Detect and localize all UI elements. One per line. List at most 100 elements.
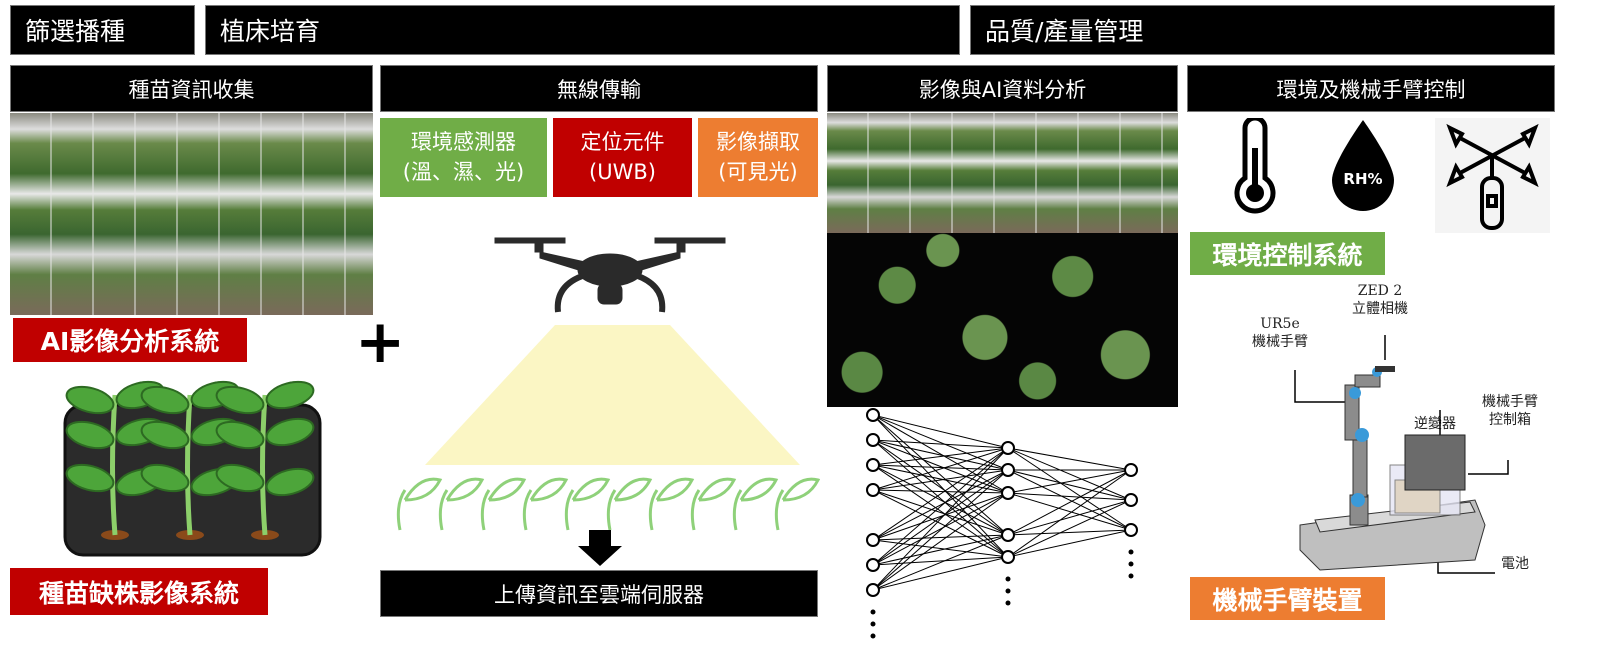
nn-ellipsis-dot	[1128, 573, 1134, 579]
nn-connection	[872, 556, 1009, 591]
plus-sign: +	[355, 307, 406, 377]
stage-sowing: 篩選播種	[10, 5, 195, 55]
seedling-leaf	[265, 380, 315, 410]
nn-connection	[1007, 447, 1132, 531]
nn-node	[866, 583, 880, 597]
nn-connection	[872, 464, 1009, 471]
nn-node	[1001, 550, 1015, 564]
arm-name: 機械手臂	[1252, 334, 1308, 351]
nn-connection	[1007, 447, 1132, 501]
nn-connection	[872, 469, 1009, 541]
nn-connection	[1007, 469, 1132, 494]
nn-connection	[872, 414, 1009, 558]
seedling-leaf	[140, 385, 190, 415]
leaf	[690, 477, 737, 531]
nn-node	[866, 433, 880, 447]
nn-connection	[1007, 492, 1132, 501]
seedling-leaf	[65, 385, 115, 415]
sensor-subtitle: (可見光)	[718, 159, 798, 184]
arm-label: UR5e 機械手臂	[1240, 315, 1320, 351]
nn-connection	[1007, 492, 1132, 531]
seedling-leaf	[215, 463, 265, 493]
nn-connection	[872, 534, 1009, 591]
arm-model: UR5e	[1260, 316, 1300, 332]
soil	[176, 530, 204, 540]
humidity-drop-icon: RH%	[1330, 118, 1396, 212]
camera-name: 立體相機	[1352, 301, 1408, 318]
nn-node	[1001, 441, 1015, 455]
nn-connection	[872, 492, 1009, 541]
nn-connection	[872, 447, 1009, 541]
nn-ellipsis-dot	[1005, 600, 1011, 606]
nn-ellipsis-dot	[870, 621, 876, 627]
header-wireless: 無線傳輸	[380, 65, 818, 112]
nn-connection	[872, 464, 1009, 558]
leaf	[606, 477, 653, 531]
nn-connection	[872, 539, 1009, 558]
nn-connection	[1007, 529, 1132, 536]
seedling-leaf	[215, 385, 265, 415]
nn-node	[866, 533, 880, 547]
anemometer-icon	[1435, 118, 1550, 233]
seedling-tray-illustration	[63, 380, 322, 557]
nn-node	[1001, 486, 1015, 500]
nn-connection	[1007, 469, 1132, 558]
nn-connection	[872, 464, 1009, 536]
leaf	[396, 477, 443, 531]
camera-model: ZED 2	[1357, 283, 1403, 299]
nn-connection	[1007, 447, 1132, 471]
drone-scan-illustration	[396, 237, 820, 566]
control-box-line2: 控制箱	[1489, 412, 1531, 429]
header-seedling-info: 種苗資訊收集	[10, 65, 373, 112]
nn-ellipsis-dot	[870, 633, 876, 639]
nn-connection	[872, 534, 1009, 566]
leaf	[732, 477, 779, 531]
sensor-box-positioning: 定位元件(UWB)	[553, 118, 692, 197]
seedling-stem	[260, 394, 268, 536]
nn-connection	[872, 414, 1009, 494]
camera-label: ZED 2 立體相機	[1335, 282, 1425, 318]
stage-cultivation: 植床培育	[205, 5, 960, 55]
seedling-leaf	[265, 417, 315, 447]
greenhouse-photo-analysis	[827, 113, 1178, 233]
battery-label: 電池	[1501, 556, 1529, 572]
seedling-stem	[110, 394, 118, 536]
seedling-leaf	[65, 463, 115, 493]
seedling-leaf	[140, 463, 190, 493]
seedling-leaf	[265, 467, 315, 497]
nn-node	[866, 483, 880, 497]
nn-connection	[1007, 529, 1132, 558]
sensor-title: 影像擷取	[716, 130, 800, 155]
nn-connection	[1007, 469, 1132, 501]
nn-connection	[872, 489, 1009, 558]
nn-ellipsis-dot	[1005, 588, 1011, 594]
nn-connection	[1007, 469, 1132, 531]
nn-connection	[872, 439, 1009, 536]
seedling-leaf	[215, 420, 265, 450]
leaf	[522, 477, 569, 531]
nn-connection	[872, 414, 1009, 449]
nn-node	[866, 458, 880, 472]
nn-ellipsis-dot	[1005, 576, 1011, 582]
nn-connection	[872, 439, 1009, 494]
leaf	[564, 477, 611, 531]
nn-connection	[872, 556, 1009, 566]
nn-connection	[872, 489, 1009, 494]
light-cone	[425, 325, 800, 465]
robot-arm-device-label: 機械手臂裝置	[1190, 577, 1385, 620]
header-control: 環境及機械手臂控制	[1187, 65, 1555, 112]
nn-node	[1124, 463, 1138, 477]
robot-arm-vehicle-illustration	[1294, 335, 1509, 574]
nn-node	[1001, 463, 1015, 477]
sensor-box-imaging: 影像擷取 (可見光)	[698, 118, 818, 197]
nn-connection	[872, 469, 1009, 491]
nn-connection	[872, 414, 1009, 471]
control-box-label: 機械手臂控制箱	[1475, 393, 1545, 429]
nn-connection	[872, 447, 1009, 491]
nn-connection	[1007, 499, 1132, 558]
nn-connection	[872, 447, 1009, 466]
sensor-subtitle: (UWB)	[589, 159, 656, 184]
leaf	[438, 477, 485, 531]
thermometer-icon	[1234, 118, 1276, 214]
